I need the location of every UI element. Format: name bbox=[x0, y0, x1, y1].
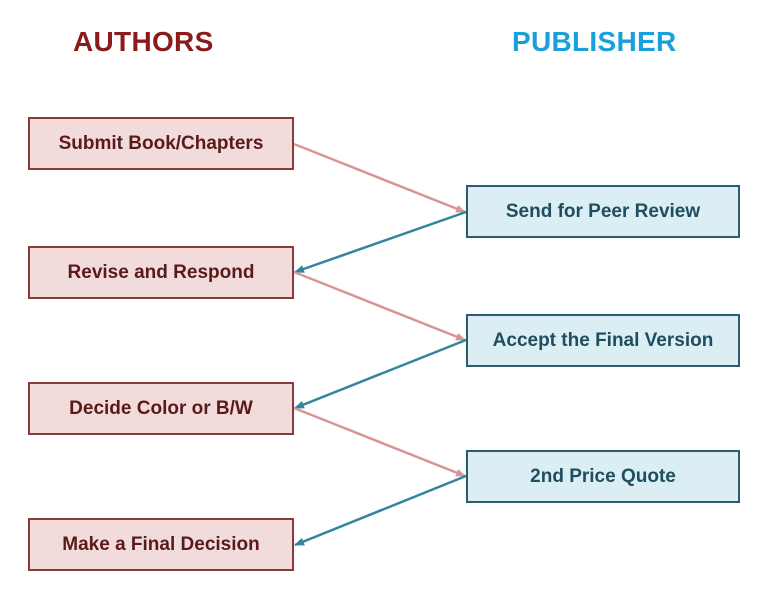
step-make-final-decision: Make a Final Decision bbox=[28, 518, 294, 571]
authors-heading: AUTHORS bbox=[73, 26, 214, 57]
publisher-heading: PUBLISHER bbox=[512, 26, 677, 57]
step-decide-color: Decide Color or B/W bbox=[28, 382, 294, 435]
arrow-quote-to-final bbox=[294, 474, 467, 547]
step-send-for-peer-review: Send for Peer Review bbox=[466, 185, 740, 238]
step-submit-book-chapters: Submit Book/Chapters bbox=[28, 117, 294, 170]
arrow-decide-to-quote bbox=[293, 406, 466, 478]
step-revise-and-respond: Revise and Respond bbox=[28, 246, 294, 299]
step-accept-final-version: Accept the Final Version bbox=[466, 314, 740, 367]
arrow-revise-to-accept bbox=[293, 270, 466, 342]
arrow-review-to-revise bbox=[294, 210, 467, 274]
arrow-accept-to-decide bbox=[294, 338, 467, 410]
step-2nd-price-quote: 2nd Price Quote bbox=[466, 450, 740, 503]
arrow-submit-to-review bbox=[293, 142, 466, 214]
